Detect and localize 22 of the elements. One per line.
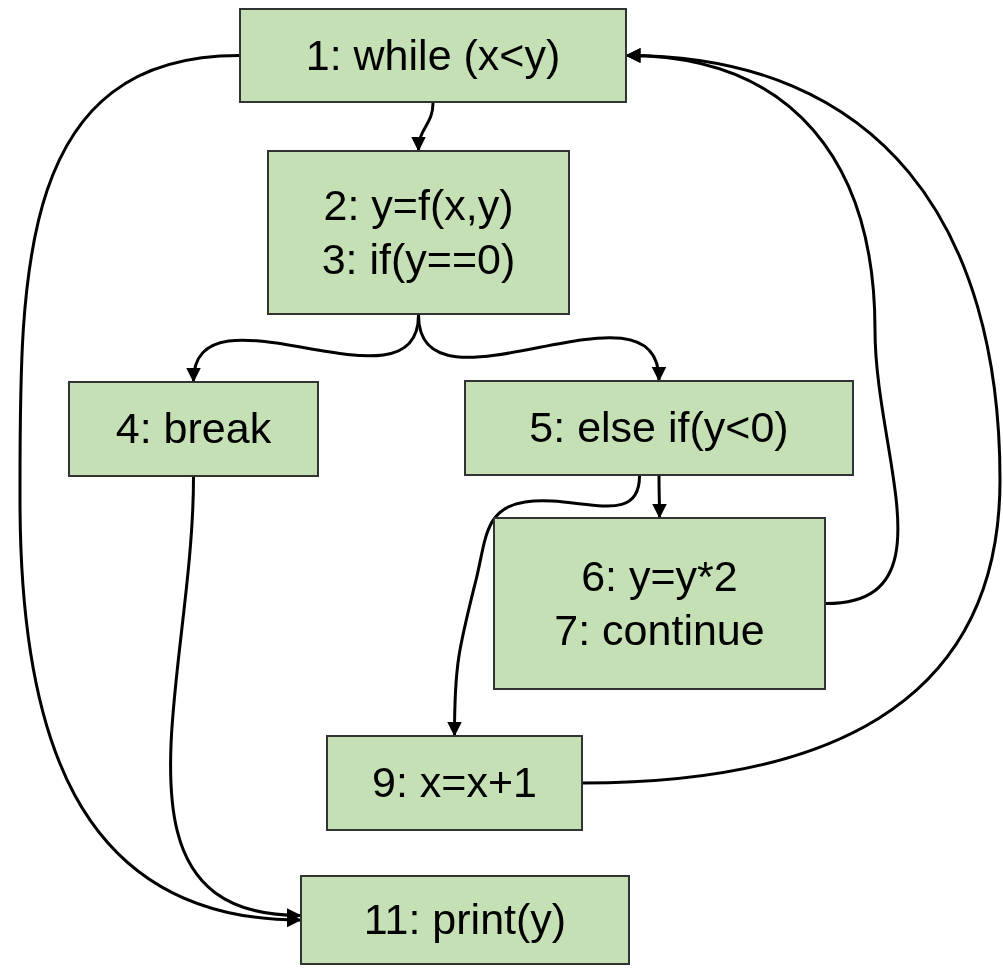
statement-text: 9: x=x+1 (372, 758, 537, 808)
arrow (447, 475, 641, 737)
statement-text: 6: y=y*2 (581, 552, 738, 602)
statement-text: 11: print(y) (363, 895, 567, 945)
arrow (651, 476, 667, 519)
statement-box (267, 150, 570, 315)
statement-box (68, 381, 319, 477)
arrow (582, 48, 1002, 785)
arrow (417, 314, 664, 382)
statement-box (326, 735, 583, 831)
arrow (18, 54, 302, 927)
statement-text: 3: if(y==0) (321, 234, 516, 284)
statement-box (464, 380, 854, 476)
statement-box (239, 8, 627, 103)
statement-text: 1: while (x<y) (305, 30, 561, 81)
statement-box (300, 875, 630, 965)
arrow (411, 102, 435, 152)
statement-text: 2: y=f(x,y) (323, 181, 514, 231)
statement-box (493, 517, 826, 690)
statement-text: 4: break (115, 404, 272, 454)
statement-text: 7: continue (554, 605, 765, 655)
statement-text: 5: else if(y<0) (529, 403, 789, 453)
